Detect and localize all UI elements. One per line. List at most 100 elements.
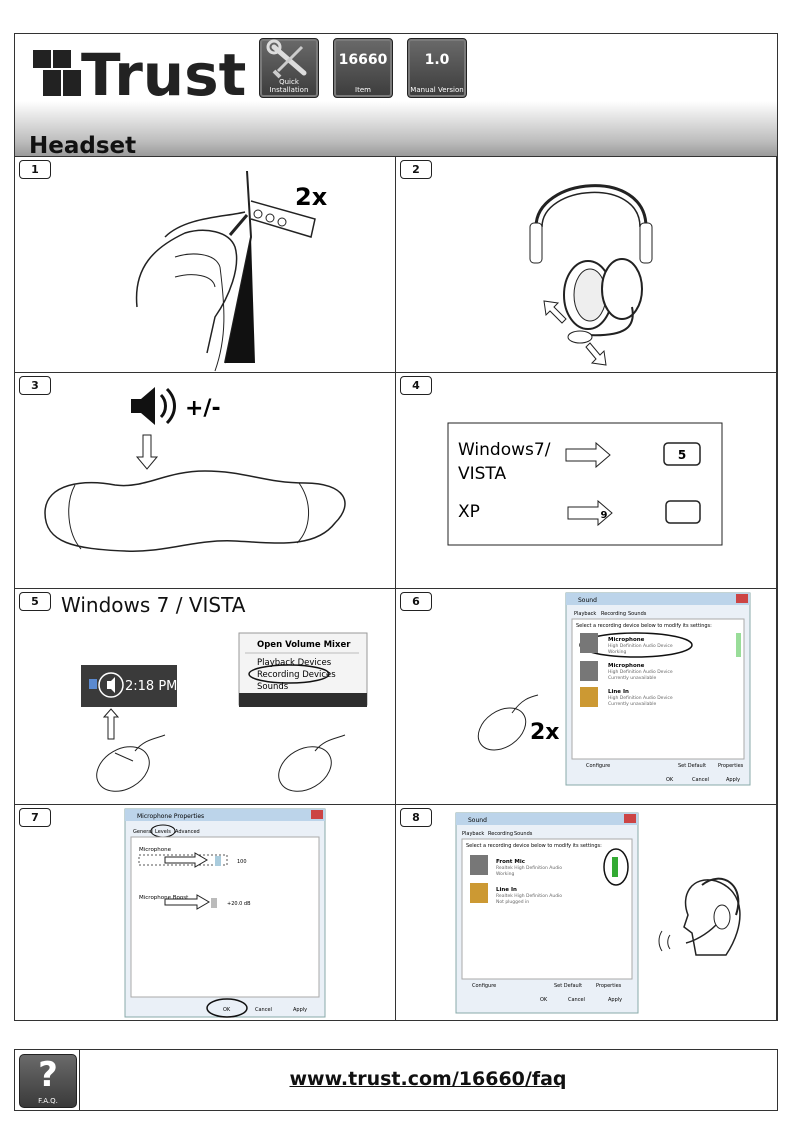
instruction-text: Select a recording device below to modif… — [466, 843, 602, 849]
step-3: +/- 3 — [15, 373, 396, 589]
instruction-text: Select a recording device below to modif… — [576, 623, 712, 629]
step-number: 7 — [19, 808, 51, 827]
configure-button: Configure — [586, 763, 610, 769]
device-line: Realtek High Definition Audio — [496, 865, 562, 871]
menu-sounds: Sounds — [257, 682, 289, 692]
step-6: Sound Playback Recording Sounds Select a… — [396, 589, 777, 805]
headset-illustration — [529, 184, 653, 366]
step-8: Sound Playback Recording Sounds Select a… — [396, 805, 777, 1021]
header: Trust Quick Installation 16660 Item 1.0 … — [15, 34, 777, 159]
ok-button: OK — [666, 777, 674, 783]
dialog-title: Microphone Properties — [137, 813, 204, 820]
step-1: 2x 1 — [15, 157, 396, 373]
mic-boost-level: +20.0 dB — [227, 901, 251, 907]
badge-item: 16660 Item — [333, 38, 393, 98]
badge-label: Item — [355, 86, 371, 94]
device-status: Working — [496, 871, 514, 877]
device-status: Currently unavailable — [608, 701, 656, 707]
ok-button: OK — [223, 1007, 231, 1013]
tray-clock: 2:18 PM — [125, 679, 177, 694]
tab-levels: Levels — [155, 829, 171, 835]
properties-button: Properties — [718, 763, 744, 769]
volume-note: +/- — [185, 396, 221, 421]
device-name: Line In — [608, 689, 629, 695]
mic-properties-illustration: Microphone Properties General Levels Adv… — [124, 808, 326, 1018]
dialog-title: Sound — [468, 817, 487, 824]
tab-recording: Recording — [601, 611, 626, 617]
tab-sounds: Sounds — [628, 611, 647, 617]
badge-quick-installation: Quick Installation — [259, 38, 319, 98]
volume-control-illustration: +/- — [44, 387, 346, 552]
tab-playback: Playback — [462, 831, 484, 837]
dialog-title: Sound — [578, 597, 597, 604]
menu-playback-devices: Playback Devices — [257, 658, 332, 668]
step-number: 2 — [400, 160, 432, 179]
faq-link[interactable]: www.trust.com/16660/faq — [289, 1068, 567, 1090]
steps-grid: 2x 1 2 — [15, 156, 777, 1021]
device-status: Working — [608, 649, 626, 655]
goto-step-9: 9 — [601, 510, 608, 521]
set-default-button: Set Default — [678, 763, 706, 769]
microphone-level: 100 — [237, 859, 247, 865]
device-line: Realtek High Definition Audio — [496, 893, 562, 899]
faq-footer: ? F.A.Q. www.trust.com/16660/faq — [14, 1049, 778, 1111]
step-number: 8 — [400, 808, 432, 827]
os-xp-label: XP — [458, 502, 480, 522]
double-click-note: 2x — [530, 720, 560, 745]
cancel-button: Cancel — [255, 1007, 272, 1013]
step-number: 3 — [19, 376, 51, 395]
cancel-button: Cancel — [692, 777, 709, 783]
device-name: Front Mic — [496, 859, 525, 865]
microphone-label: Microphone — [139, 847, 172, 853]
os-windows7-label: Windows7/ — [458, 440, 551, 460]
faq-label: F.A.Q. — [38, 1097, 58, 1105]
apply-button: Apply — [293, 1007, 307, 1013]
page-title: Headset — [29, 133, 137, 159]
cancel-button: Cancel — [568, 997, 585, 1003]
step-number: 6 — [400, 592, 432, 611]
step-number: 1 — [19, 160, 51, 179]
device-line: High Definition Audio Device — [608, 669, 673, 675]
device-line: High Definition Audio Device — [608, 695, 673, 701]
faq-icon: ? F.A.Q. — [19, 1054, 77, 1108]
tab-playback: Playback — [574, 611, 596, 617]
device-name: Line In — [496, 887, 517, 893]
repeat-note: 2x — [295, 183, 328, 211]
badge-value: 16660 — [338, 52, 388, 68]
device-status: Currently unavailable — [608, 675, 656, 681]
tab-general: General — [133, 829, 153, 835]
apply-button: Apply — [726, 777, 740, 783]
apply-button: Apply — [608, 997, 622, 1003]
step-number: 4 — [400, 376, 432, 395]
divider — [79, 1050, 80, 1110]
menu-recording-devices: Recording Devices — [257, 670, 336, 680]
question-mark-icon: ? — [38, 1055, 58, 1095]
device-name: Microphone — [608, 663, 645, 669]
goto-step-5: 5 — [678, 448, 686, 462]
tab-recording: Recording — [488, 831, 513, 837]
device-status: Not plugged in — [496, 899, 529, 905]
device-line: High Definition Audio Device — [608, 643, 673, 649]
wrench-screwdriver-icon — [266, 39, 307, 79]
badge-manual-version: 1.0 Manual Version — [407, 38, 467, 98]
os-vista-label: VISTA — [458, 464, 506, 484]
step-title: Windows 7 / VISTA — [61, 593, 246, 617]
person-speaking-icon — [658, 877, 741, 956]
trust-logo: Trust — [33, 41, 246, 104]
badge-value: 1.0 — [424, 52, 450, 68]
mic-boost-label: Microphone Boost — [139, 895, 189, 901]
badge-label: Quick Installation — [269, 78, 309, 94]
speaker-icon — [131, 387, 176, 425]
sound-dialog-illustration: Sound Playback Recording Sounds Select a… — [477, 592, 751, 786]
os-choice-diagram: Windows7/ VISTA 5 XP 9 — [447, 422, 723, 546]
manual-page: Trust Quick Installation 16660 Item 1.0 … — [14, 33, 778, 1021]
step-4: Windows7/ VISTA 5 XP 9 4 — [396, 373, 777, 589]
device-name: Microphone — [608, 637, 645, 643]
badge-label: Manual Version — [410, 86, 464, 94]
menu-open-volume-mixer: Open Volume Mixer — [257, 640, 351, 650]
set-default-button: Set Default — [554, 983, 582, 989]
step-number: 5 — [19, 592, 51, 611]
configure-button: Configure — [472, 983, 496, 989]
step-5: Windows 7 / VISTA 2:18 PM Open Volume Mi… — [15, 589, 396, 805]
recording-test-illustration: Sound Playback Recording Sounds Select a… — [455, 812, 741, 1014]
